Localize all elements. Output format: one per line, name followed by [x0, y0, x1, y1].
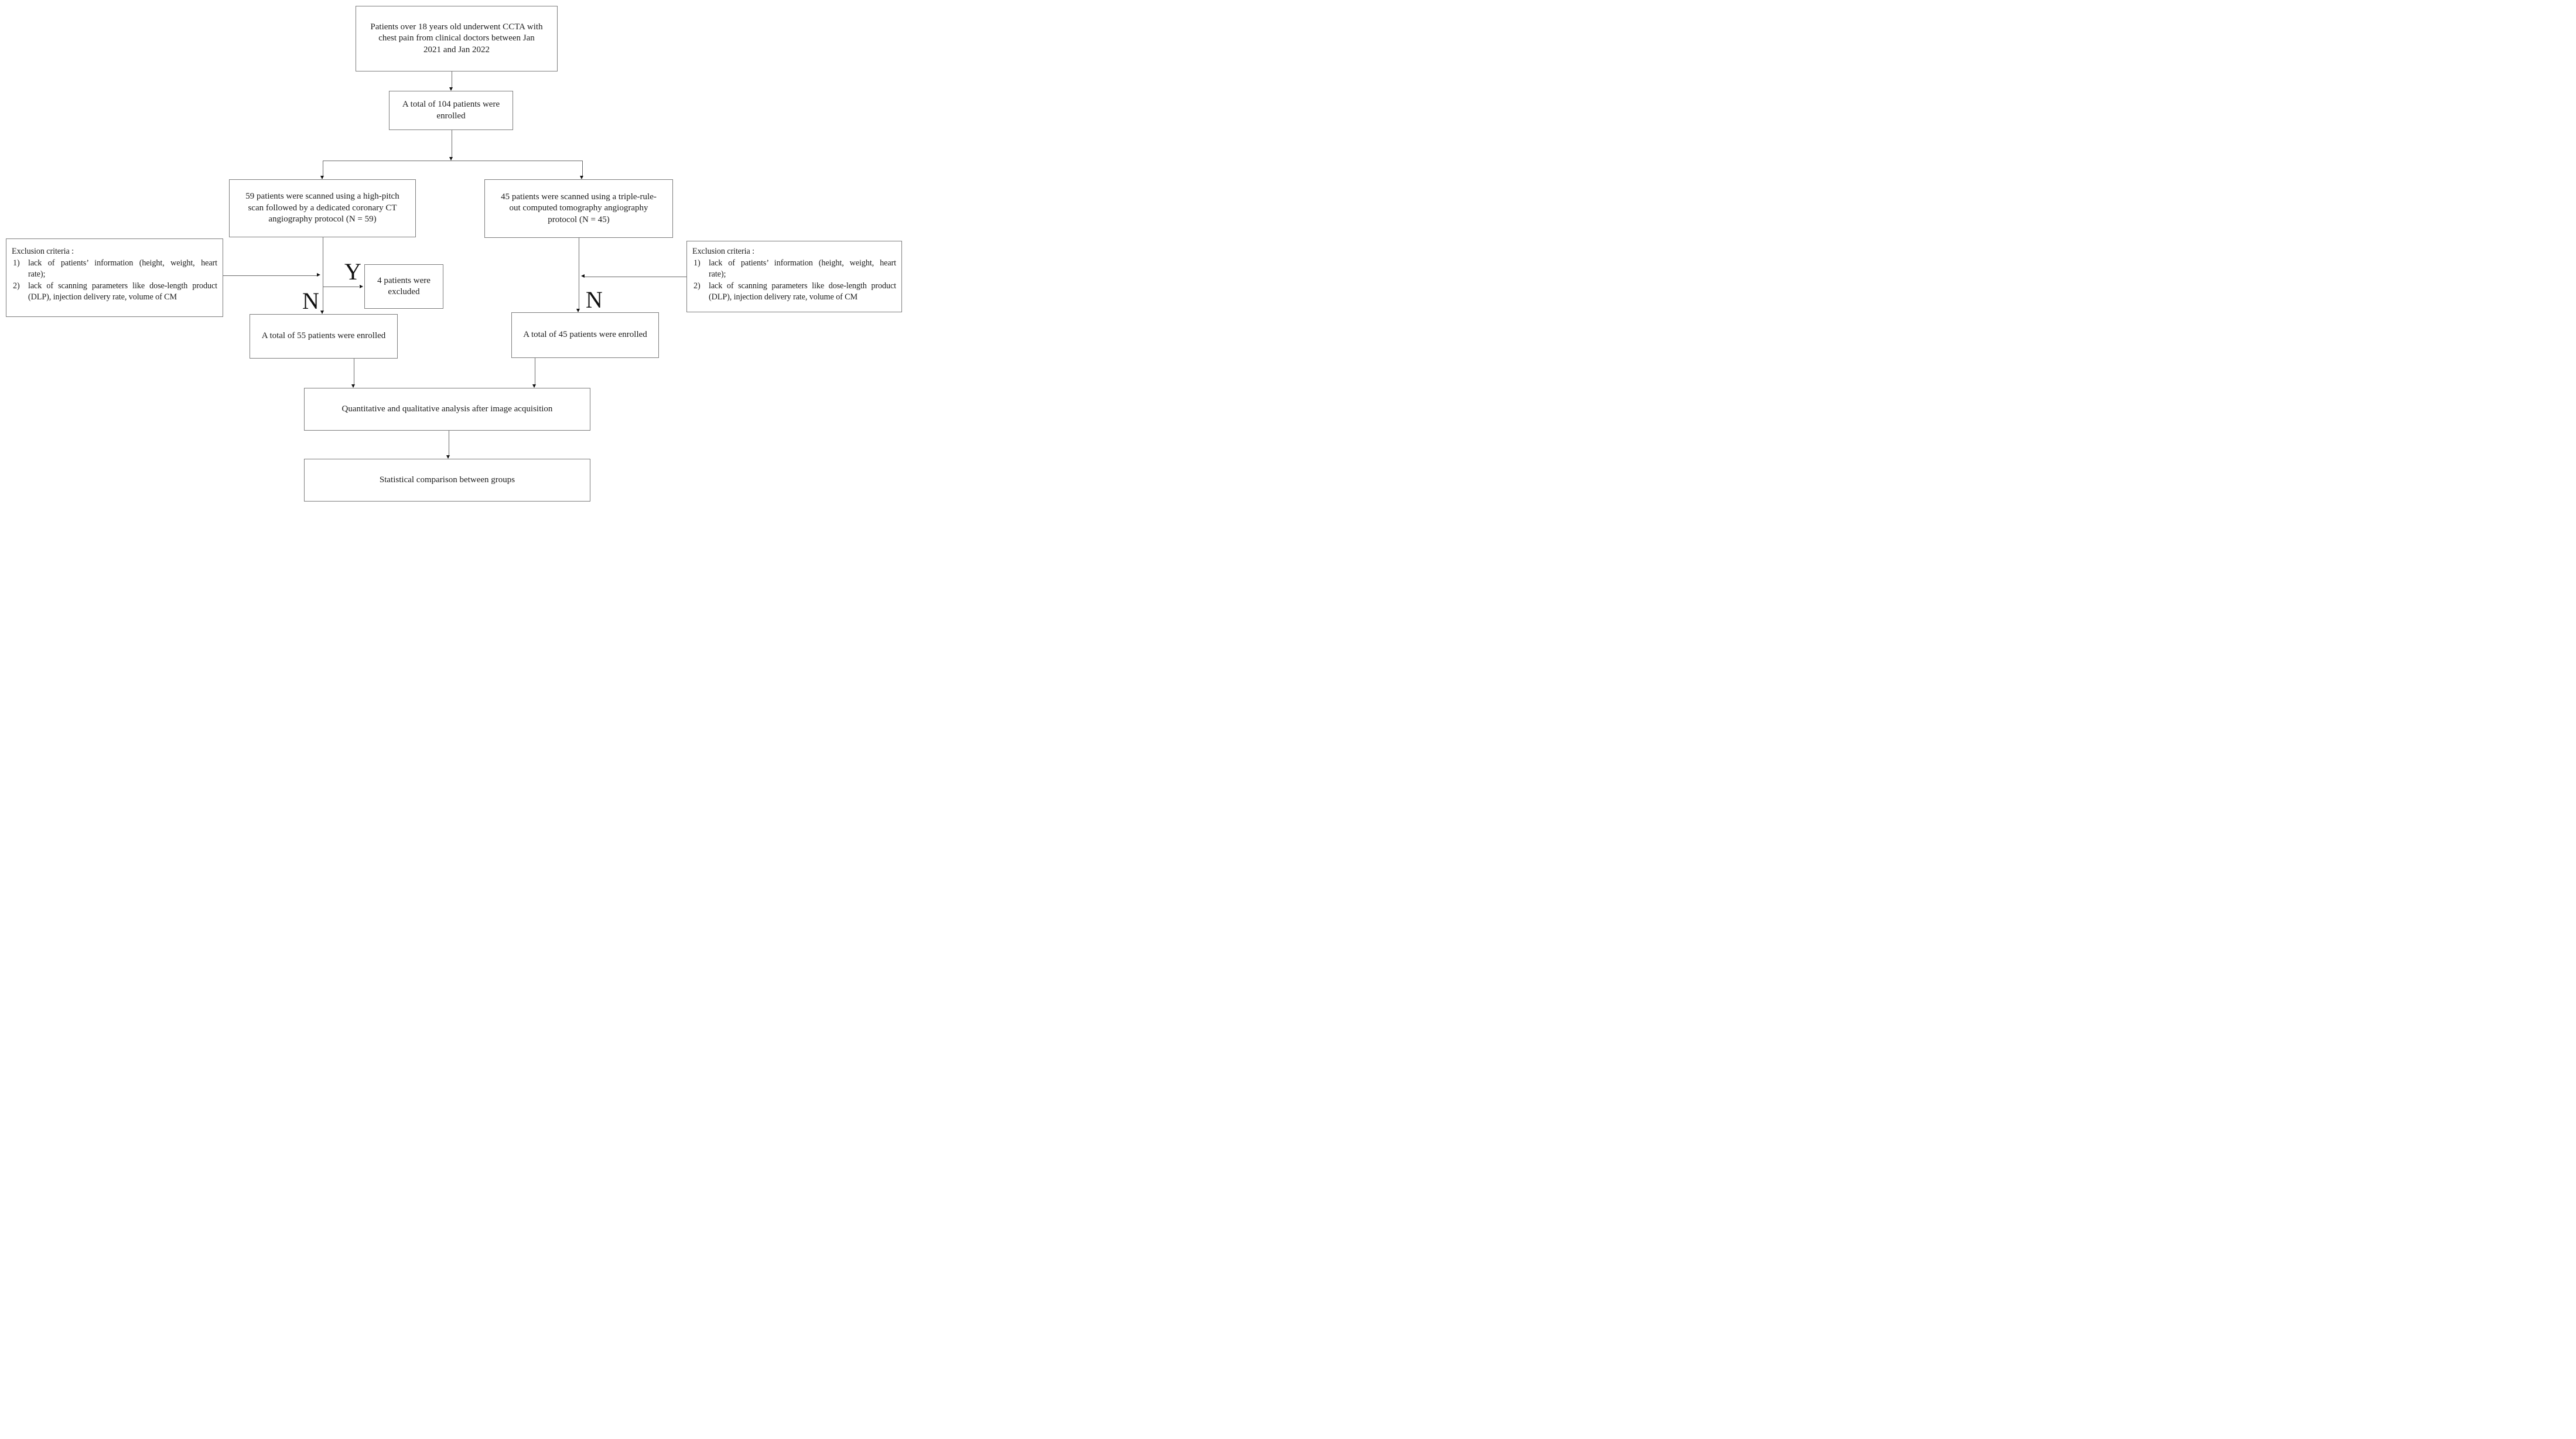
- triple-rule-out-group-line: out computed tomography angiography: [509, 203, 648, 213]
- exclusion-item: 1) lack of patients’ information (height…: [12, 258, 217, 281]
- exclusion-heading: Exclusion criteria :: [692, 247, 754, 256]
- total-enrolled-line: enrolled: [436, 111, 466, 121]
- exclusion-item-line: (DLP), injection delivery rate, volume o…: [709, 292, 858, 302]
- enrolled-45-text: A total of 45 patients were enrolled: [523, 330, 647, 340]
- exclusion-item: 1) lack of patients’ information (height…: [692, 258, 896, 281]
- eligibility-line: 2021 and Jan 2022: [423, 45, 490, 54]
- arrowhead-down-icon: [351, 384, 355, 388]
- eligibility-line: chest pain from clinical doctors between…: [378, 33, 535, 43]
- yes-branch-label: Y: [344, 258, 361, 285]
- comparison-text: Statistical comparison between groups: [379, 475, 515, 485]
- arrowhead-down-icon: [320, 311, 324, 314]
- patients-excluded-line: excluded: [388, 287, 420, 296]
- no-branch-label-right: N: [586, 287, 603, 313]
- triple-rule-out-group-line: 45 patients were scanned using a triple-…: [501, 192, 657, 202]
- arrowhead-right-icon: [360, 285, 363, 288]
- patients-excluded-box: 4 patients were excluded: [364, 264, 443, 309]
- high-pitch-group-line: scan followed by a dedicated coronary CT: [248, 203, 397, 213]
- total-enrolled-box: A total of 104 patients were enrolled: [389, 91, 513, 130]
- high-pitch-group-line: 59 patients were scanned using a high-pi…: [245, 192, 399, 202]
- exclusion-criteria-right-box: Exclusion criteria : 1) lack of patients…: [686, 241, 902, 312]
- exclusion-item-line: rate);: [709, 270, 726, 279]
- analysis-box: Quantitative and qualitative analysis af…: [304, 388, 590, 431]
- enrolled-45-box: A total of 45 patients were enrolled: [511, 312, 659, 358]
- exclusion-item-marker: 2): [13, 281, 20, 291]
- exclusion-criteria-left-box: Exclusion criteria : 1) lack of patients…: [6, 238, 223, 317]
- arrowhead-down-icon: [449, 157, 453, 161]
- exclusion-item: 2) lack of scanning parameters like dose…: [692, 281, 896, 304]
- exclusion-item-marker: 1): [13, 258, 20, 268]
- arrowhead-down-icon: [449, 87, 453, 91]
- arrowhead-down-icon: [446, 455, 450, 459]
- arrowhead-down-icon: [576, 309, 580, 312]
- enrolled-55-box: A total of 55 patients were enrolled: [250, 314, 398, 359]
- enrollment-flowchart: Patients over 18 years old underwent CCT…: [0, 0, 906, 506]
- comparison-box: Statistical comparison between groups: [304, 459, 590, 502]
- eligibility-line: Patients over 18 years old underwent CCT…: [370, 22, 543, 32]
- exclusion-item-line: lack of patients’ information (height, w…: [709, 258, 896, 268]
- arrowhead-left-icon: [581, 274, 585, 278]
- patients-excluded-line: 4 patients were: [377, 275, 431, 285]
- no-branch-label-left: N: [302, 288, 319, 314]
- exclusion-item-line: rate);: [28, 270, 46, 279]
- exclusion-item-line: lack of scanning parameters like dose-le…: [28, 281, 217, 291]
- total-enrolled-line: A total of 104 patients were: [402, 100, 500, 109]
- exclusion-item: 2) lack of scanning parameters like dose…: [12, 281, 217, 304]
- enrolled-55-text: A total of 55 patients were enrolled: [261, 331, 386, 341]
- arrowhead-down-icon: [580, 176, 583, 179]
- high-pitch-group-box: 59 patients were scanned using a high-pi…: [229, 179, 416, 237]
- exclusion-item-line: lack of patients’ information (height, w…: [28, 258, 217, 268]
- high-pitch-group-line: angiography protocol (N = 59): [268, 214, 377, 224]
- connector-exclusion-left-to-branch: [223, 275, 317, 276]
- exclusion-item-line: lack of scanning parameters like dose-le…: [709, 281, 896, 291]
- arrowhead-right-icon: [317, 273, 320, 277]
- exclusion-item-marker: 1): [693, 258, 701, 268]
- exclusion-item-line: (DLP), injection delivery rate, volume o…: [28, 292, 177, 302]
- triple-rule-out-group-line: protocol (N = 45): [548, 214, 610, 224]
- arrowhead-down-icon: [532, 384, 536, 388]
- arrowhead-down-icon: [320, 176, 324, 179]
- connector-split-to-triple-rule-out: [582, 161, 583, 176]
- analysis-text: Quantitative and qualitative analysis af…: [341, 404, 553, 414]
- triple-rule-out-group-box: 45 patients were scanned using a triple-…: [484, 179, 673, 238]
- exclusion-item-marker: 2): [693, 281, 701, 291]
- eligibility-box: Patients over 18 years old underwent CCT…: [356, 6, 558, 71]
- exclusion-heading: Exclusion criteria :: [12, 247, 74, 256]
